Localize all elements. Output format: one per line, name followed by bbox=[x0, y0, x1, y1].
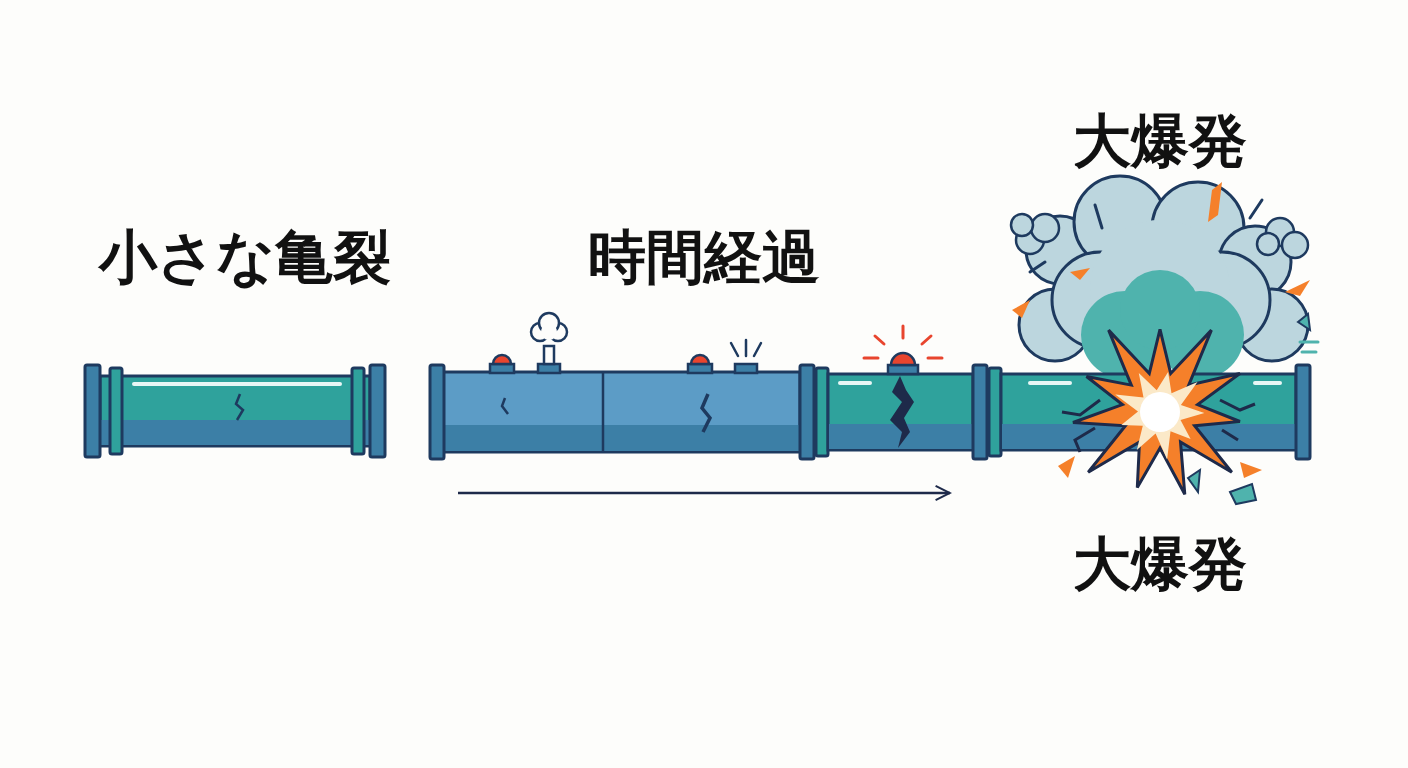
blast-lines bbox=[1030, 200, 1262, 272]
time-arrow bbox=[458, 492, 950, 495]
stage-label: 大爆発 bbox=[1073, 533, 1247, 597]
explosion-burst bbox=[1073, 329, 1240, 494]
pipe-burst bbox=[973, 365, 1310, 459]
explosion-flash bbox=[1140, 392, 1180, 432]
steam-puff bbox=[1011, 214, 1308, 258]
spark-lines bbox=[1300, 342, 1318, 352]
stage-label: 小さな亀裂 bbox=[99, 226, 391, 290]
stage-label: 時間経過 bbox=[588, 226, 820, 290]
pipe-intact bbox=[85, 365, 385, 457]
pipe-critical bbox=[800, 326, 973, 459]
debris-shard bbox=[1188, 314, 1310, 504]
explosion-core bbox=[1115, 372, 1204, 460]
smoke-cloud bbox=[1019, 176, 1308, 361]
pipe-aging bbox=[430, 313, 800, 459]
debris bbox=[1012, 182, 1310, 478]
stage-label: 大爆発 bbox=[1073, 110, 1247, 174]
